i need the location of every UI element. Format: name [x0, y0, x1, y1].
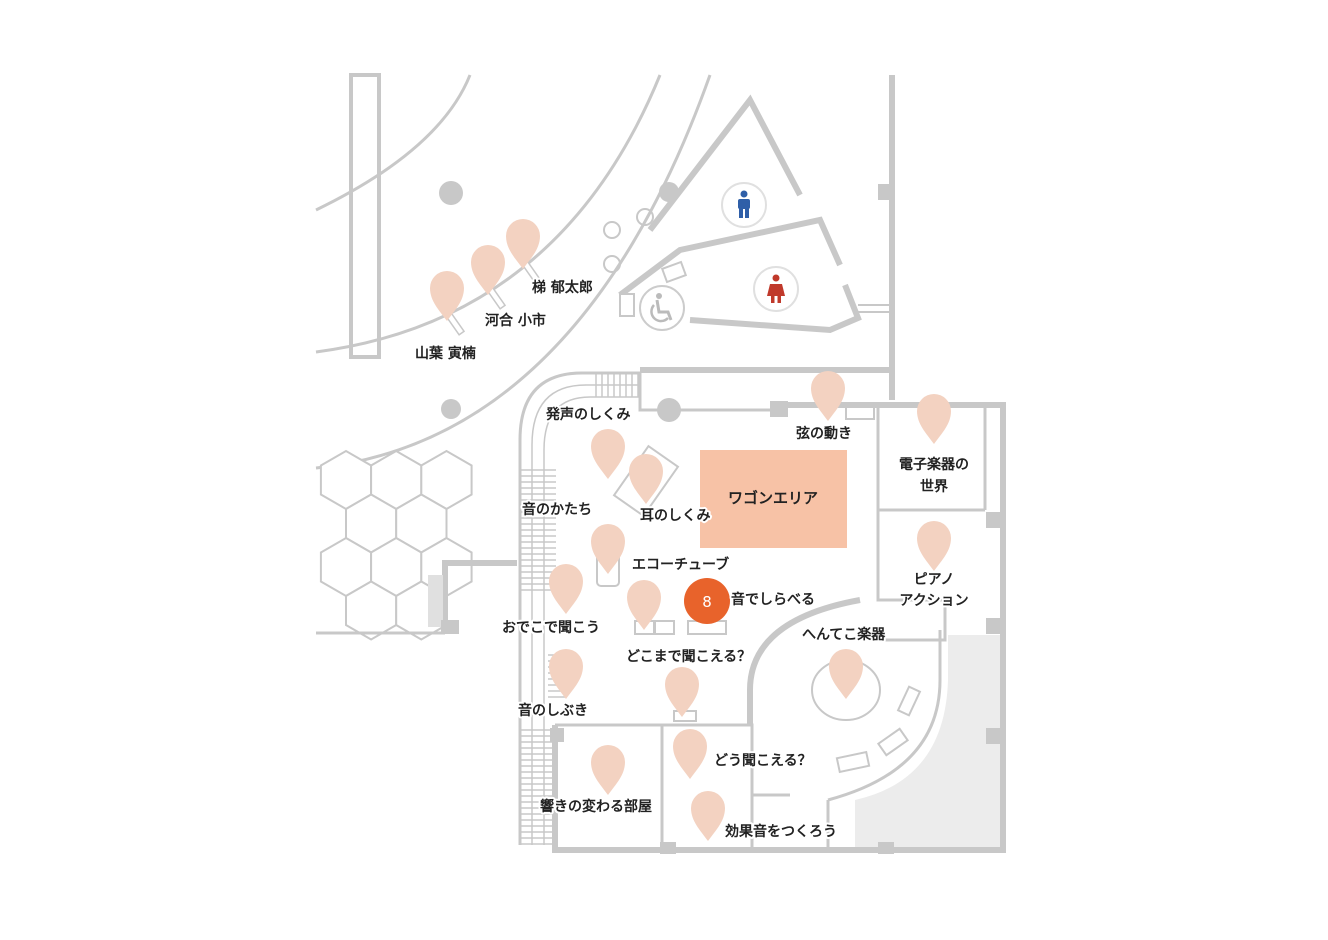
active-marker-label: 音でしらべる: [731, 591, 815, 608]
pin-kouka-icon[interactable]: [691, 791, 725, 841]
female-restroom-icon: [753, 266, 799, 312]
exhibit-labels: 梯 郁太郎 河合 小市 山葉 寅楠 発声のしくみ 弦の動き 電子楽器の 世界 音…: [413, 277, 971, 842]
pin-denshi-icon[interactable]: [917, 394, 951, 444]
wagon-area-label: ワゴンエリア: [728, 489, 818, 507]
hexagon-floor: [319, 449, 473, 641]
exhibit-pins: [430, 219, 951, 841]
arc-inner: [315, 74, 712, 470]
pin-dou-upper-icon[interactable]: [665, 667, 699, 717]
small-box: [660, 260, 688, 284]
wheelchair-icon: [639, 285, 685, 331]
left-corridor: [316, 560, 517, 635]
bench-circle: [636, 208, 654, 226]
wagon-area[interactable]: ワゴンエリア: [700, 450, 847, 548]
pin-dou-icon[interactable]: [673, 729, 707, 779]
restroom-wall: [618, 216, 843, 298]
label-piano-line2[interactable]: アクション: [897, 591, 970, 611]
pin-kaji-icon[interactable]: [506, 219, 540, 269]
wagon-area-box[interactable]: [700, 450, 847, 548]
pin-odeko-icon[interactable]: [549, 564, 583, 614]
label-yamaha[interactable]: 山葉 寅楠: [413, 343, 478, 364]
active-marker[interactable]: 8 音でしらべる: [684, 578, 817, 624]
label-echo[interactable]: エコーチューブ: [630, 554, 731, 575]
label-denshi-line1[interactable]: 電子楽器の: [897, 454, 971, 475]
pin-hentekko-icon[interactable]: [829, 649, 863, 699]
label-piano-line1[interactable]: ピアノ: [912, 570, 957, 590]
label-kawai[interactable]: 河合 小市: [483, 310, 548, 331]
arc-outer: [315, 74, 472, 212]
round-pillar: [439, 181, 463, 205]
pin-gen-icon[interactable]: [811, 371, 845, 421]
round-pillar: [441, 399, 461, 419]
bench-circle: [603, 255, 621, 273]
label-hentekko[interactable]: へんてこ楽器: [800, 624, 888, 645]
label-hibiki[interactable]: 響きの変わる部屋: [538, 796, 654, 817]
restroom-wall: [647, 94, 803, 232]
label-gen[interactable]: 弦の動き: [794, 423, 854, 444]
pillar-wall: [349, 73, 381, 359]
label-hassei[interactable]: 発声のしくみ: [543, 404, 633, 425]
label-kaji[interactable]: 梯 郁太郎: [530, 277, 595, 298]
pin-hassei-icon[interactable]: [591, 429, 625, 479]
label-dokomade[interactable]: どこまで聞こえる？: [624, 647, 753, 667]
pin-piano-icon[interactable]: [917, 521, 951, 571]
label-mimi[interactable]: 耳のしくみ: [638, 506, 713, 526]
restroom-wall: [689, 283, 862, 334]
male-restroom-icon: [721, 182, 767, 228]
active-marker-number: 8: [702, 593, 712, 611]
label-denshi-line2[interactable]: 世界: [918, 476, 951, 497]
door-lines: [858, 304, 892, 313]
label-kouka[interactable]: 効果音をつくろう: [723, 821, 839, 842]
pin-yamaha-icon[interactable]: [430, 271, 464, 321]
wall-block: [878, 184, 894, 200]
pin-hibiki-icon[interactable]: [591, 745, 625, 795]
active-marker-circle[interactable]: [684, 578, 730, 624]
bench-circle: [603, 221, 621, 239]
label-dou[interactable]: どう聞こえる？: [712, 751, 814, 771]
small-box: [619, 293, 635, 317]
label-shibuki[interactable]: 音のしぶき: [516, 700, 590, 721]
label-odeko[interactable]: おでこで聞こう: [500, 618, 602, 638]
label-oto-katachi[interactable]: 音のかたち: [520, 499, 594, 520]
pin-kawai-icon[interactable]: [471, 245, 505, 295]
